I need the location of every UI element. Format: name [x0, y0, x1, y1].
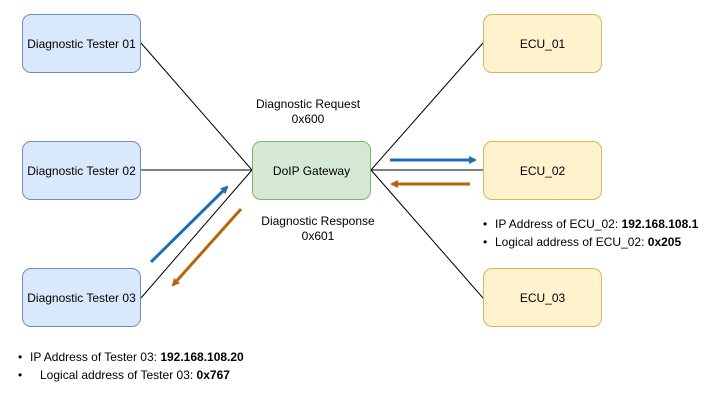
tester-01-node[interactable]: Diagnostic Tester 01	[22, 14, 141, 73]
request-title: Diagnostic Request	[255, 97, 361, 111]
tester-logical-note: Logical address of Tester 03: 0x767	[18, 366, 244, 384]
ecu-logical-note: Logical address of ECU_02: 0x205	[483, 233, 698, 251]
request-label: Diagnostic Request 0x600	[240, 97, 376, 127]
ecu-ip-value: 192.168.108.1	[621, 217, 699, 231]
tester-02-node[interactable]: Diagnostic Tester 02	[22, 141, 141, 200]
ecu-ip-prefix: IP Address of ECU_02:	[495, 217, 622, 231]
ecu-03-label: ECU_03	[519, 290, 566, 305]
ecu-ip-note: IP Address of ECU_02: 192.168.108.1	[483, 215, 698, 233]
ecu-02-label: ECU_02	[519, 163, 566, 178]
ecu-logical-prefix: Logical address of ECU_02:	[495, 235, 648, 249]
tester-ip-prefix: IP Address of Tester 03:	[30, 350, 161, 364]
link-tester03-gateway	[140, 169, 253, 299]
request-arrow-tester	[149, 185, 229, 264]
response-id: 0x601	[301, 229, 335, 243]
response-label: Diagnostic Response 0x601	[245, 214, 391, 244]
tester-logical-value: 0x767	[196, 368, 230, 382]
tester-03-node[interactable]: Diagnostic Tester 03	[22, 268, 141, 327]
request-id: 0x600	[291, 112, 325, 126]
ecu-01-label: ECU_01	[519, 36, 566, 51]
tester-ip-note: IP Address of Tester 03: 192.168.108.20	[18, 348, 244, 366]
ecu-02-notes: IP Address of ECU_02: 192.168.108.1 Logi…	[483, 215, 698, 251]
tester-03-label: Diagnostic Tester 03	[27, 290, 136, 305]
response-arrow-tester	[171, 207, 243, 287]
link-gateway-ecu01	[370, 42, 484, 171]
tester-03-notes: IP Address of Tester 03: 192.168.108.20 …	[18, 348, 244, 384]
link-gateway-ecu03	[370, 169, 484, 299]
ecu-01-node[interactable]: ECU_01	[483, 14, 602, 73]
tester-logical-prefix: Logical address of Tester 03:	[40, 368, 197, 382]
gateway-label: DoIP Gateway	[272, 163, 351, 178]
doip-gateway-node[interactable]: DoIP Gateway	[252, 141, 371, 200]
tester-ip-value: 192.168.108.20	[160, 350, 244, 364]
tester-02-label: Diagnostic Tester 02	[27, 163, 136, 178]
ecu-logical-value: 0x205	[647, 235, 682, 249]
ecu-02-node[interactable]: ECU_02	[483, 141, 602, 200]
tester-01-label: Diagnostic Tester 01	[27, 36, 136, 51]
ecu-03-node[interactable]: ECU_03	[483, 268, 602, 327]
response-title: Diagnostic Response	[261, 214, 375, 228]
link-tester01-gateway	[140, 42, 253, 171]
